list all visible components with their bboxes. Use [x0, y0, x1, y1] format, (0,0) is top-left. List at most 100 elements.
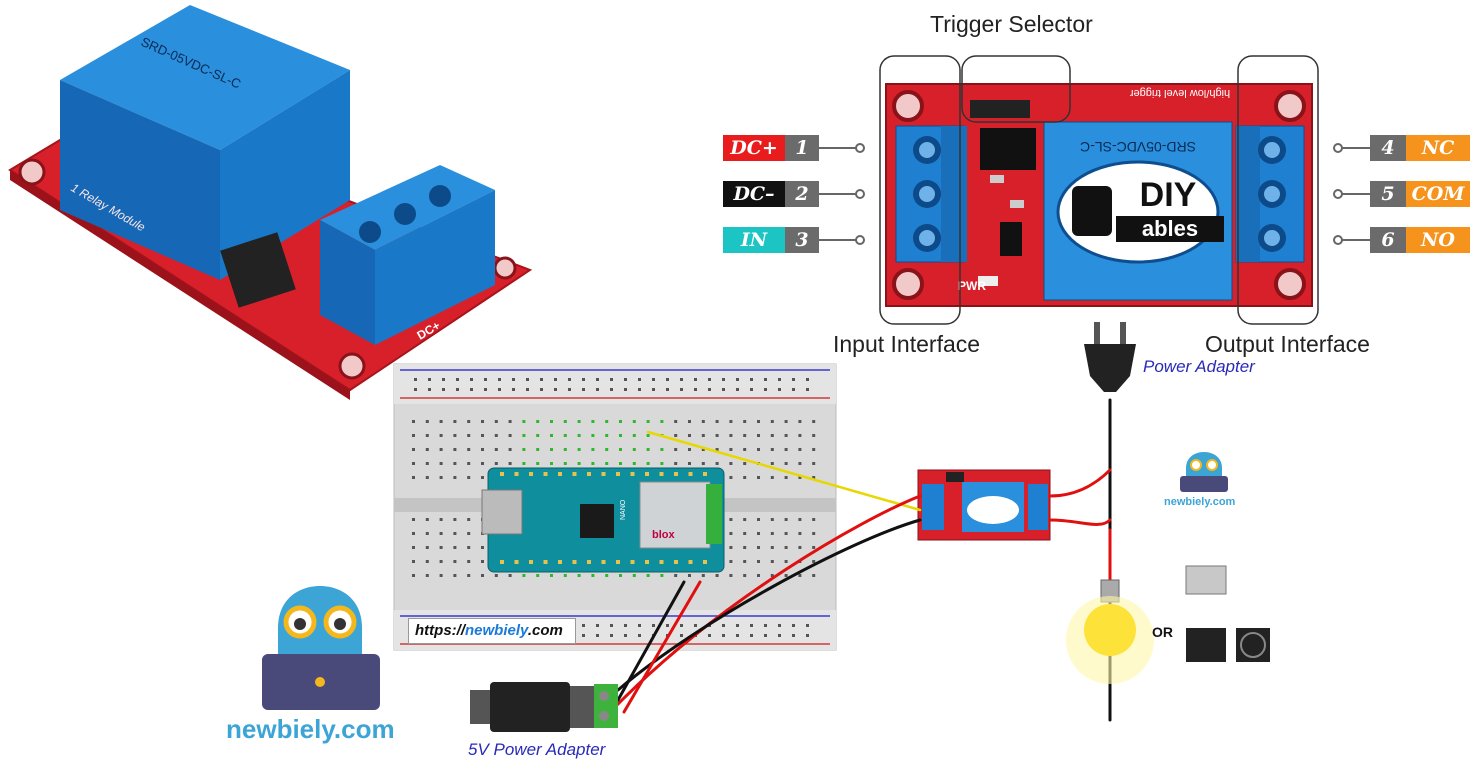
pin-name: DC+: [723, 135, 785, 161]
breadboard-hole: [812, 434, 816, 437]
breadboard-hole: [784, 546, 788, 549]
breadboard-hole: [494, 448, 498, 451]
breadboard-hole: [412, 476, 415, 479]
breadboard-hole: [536, 448, 540, 451]
breadboard-hole: [743, 574, 747, 577]
nano-pin: [645, 472, 649, 476]
breadboard-hole: [481, 560, 484, 563]
breadboard-hole: [554, 378, 557, 381]
pin-name: COM: [1406, 181, 1470, 207]
breadboard-hole: [736, 634, 739, 637]
breadboard-hole: [577, 574, 581, 577]
breadboard-hole: [467, 448, 471, 451]
breadboard-hole: [526, 378, 529, 381]
url-suffix: .com: [527, 622, 563, 639]
breadboard-hole: [563, 574, 567, 577]
breadboard-hole: [652, 624, 655, 627]
breadboard-hole: [806, 378, 809, 381]
breadboard-hole: [591, 448, 595, 451]
breadboard-hole: [453, 448, 457, 451]
breadboard-hole: [715, 434, 719, 437]
arduino-nano-board: blox NANO: [481, 467, 725, 573]
breadboard-hole: [798, 448, 802, 451]
breadboard-hole: [591, 462, 595, 465]
breadboard-hole: [646, 420, 650, 423]
breadboard-hole: [806, 624, 809, 627]
breadboard-hole: [442, 378, 445, 381]
breadboard-hole: [582, 378, 585, 381]
breadboard-hole: [674, 434, 678, 437]
breadboard-hole: [770, 560, 774, 563]
breadboard-hole: [715, 420, 719, 423]
breadboard-hole: [750, 624, 753, 627]
breadboard-hole: [582, 634, 585, 637]
breadboard-hole: [439, 532, 443, 535]
breadboard-hole: [412, 462, 415, 465]
breadboard-hole: [610, 388, 613, 391]
breadboard-hole: [439, 560, 443, 563]
breadboard-hole: [757, 574, 760, 577]
breadboard-hole: [722, 624, 725, 627]
breadboard-hole: [577, 420, 581, 423]
breadboard-hole: [467, 420, 471, 423]
breadboard-hole: [508, 462, 512, 465]
breadboard-hole: [412, 546, 415, 549]
nano-pin: [630, 472, 635, 476]
breadboard-hole: [770, 546, 774, 549]
breadboard-hole: [467, 546, 471, 549]
alternative-loads: [1185, 565, 1270, 662]
breadboard-hole: [784, 462, 788, 465]
nano-pin: [558, 472, 562, 476]
site-url[interactable]: https://newbiely.com: [408, 618, 576, 644]
breadboard-hole: [467, 560, 471, 563]
breadboard-hole: [624, 378, 627, 381]
breadboard-hole: [550, 462, 553, 465]
breadboard-hole: [610, 624, 613, 627]
pin-tag-com: 5 COM: [1370, 181, 1470, 207]
breadboard-hole: [680, 388, 683, 391]
breadboard-hole: [694, 388, 697, 391]
breadboard-hole: [743, 518, 747, 521]
breadboard-hole: [467, 518, 471, 521]
breadboard-hole: [722, 378, 725, 381]
breadboard-hole: [412, 434, 415, 437]
breadboard-hole: [632, 574, 636, 577]
breadboard-hole: [812, 546, 816, 549]
dc-jack-icon: [470, 682, 618, 732]
breadboard-hole: [550, 448, 553, 451]
nano-pin: [500, 472, 504, 476]
breadboard-hole: [652, 388, 655, 391]
breadboard-hole: [536, 420, 540, 423]
breadboard-hole: [439, 518, 443, 521]
nano-pin: [529, 472, 533, 476]
breadboard-hole: [660, 420, 664, 423]
breadboard-hole: [577, 434, 581, 437]
nano-pin: [659, 472, 664, 476]
pin-number: 3: [785, 227, 819, 253]
breadboard-hole: [736, 624, 739, 627]
breadboard-hole: [743, 434, 747, 437]
breadboard-hole: [757, 420, 760, 423]
breadboard-hole: [481, 574, 484, 577]
breadboard-hole: [605, 462, 609, 465]
breadboard-hole: [425, 434, 429, 437]
breadboard-hole: [674, 574, 678, 577]
breadboard-hole: [729, 434, 733, 437]
breadboard-hole: [694, 624, 697, 627]
breadboard-hole: [425, 518, 429, 521]
breadboard-hole: [812, 476, 816, 479]
breadboard-hole: [750, 634, 753, 637]
breadboard-hole: [550, 434, 553, 437]
breadboard-hole: [715, 462, 719, 465]
owl-mascot-small: [1180, 452, 1228, 492]
breadboard-hole: [453, 476, 457, 479]
breadboard-hole: [666, 378, 669, 381]
breadboard-hole: [624, 624, 627, 627]
breadboard-hole: [508, 434, 512, 437]
nano-pin: [601, 472, 606, 476]
breadboard-hole: [591, 574, 595, 577]
breadboard-hole: [610, 634, 613, 637]
breadboard-hole: [605, 448, 609, 451]
breadboard-hole: [456, 378, 459, 381]
breadboard-hole: [784, 560, 788, 563]
